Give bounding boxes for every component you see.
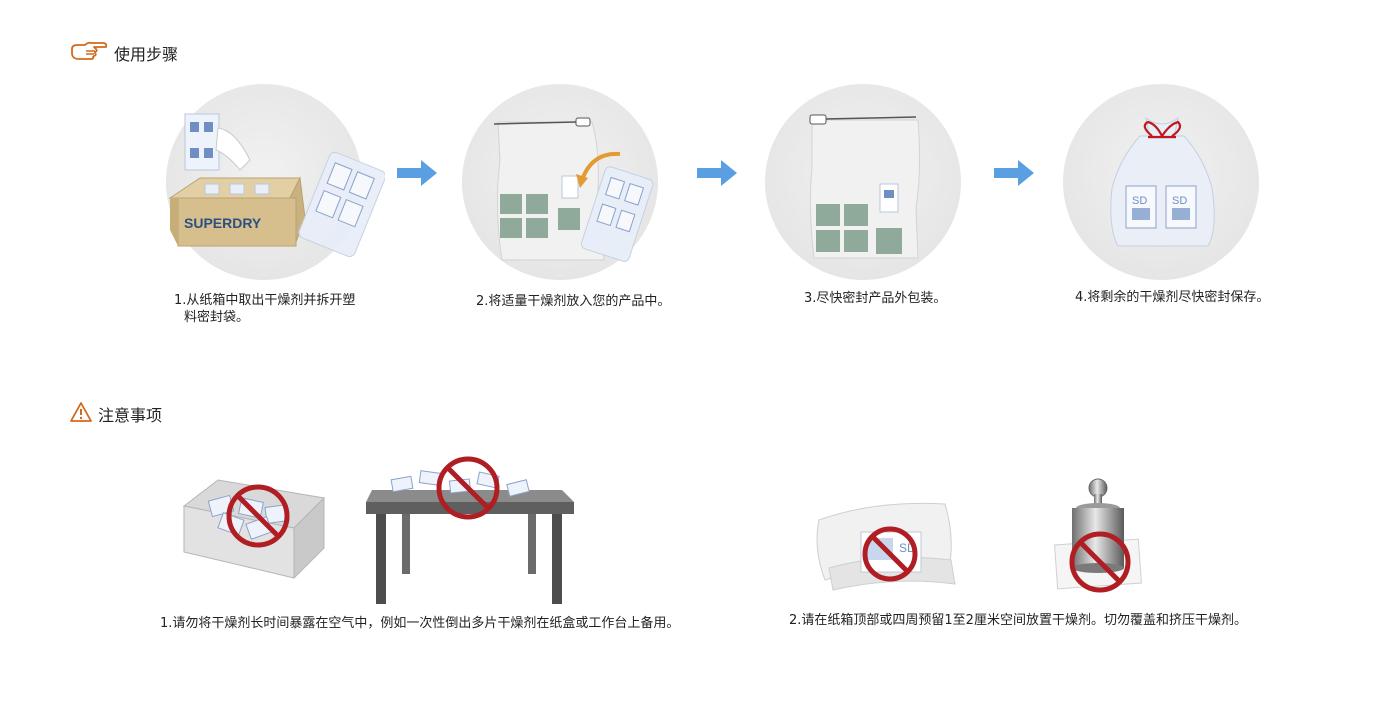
note-1-table-illustration	[366, 456, 574, 604]
prohibited-icon	[1069, 531, 1131, 593]
step-4-caption: 4.将剩余的干燥剂尽快密封保存。	[1075, 290, 1270, 305]
note-2-cover-illustration: SD	[816, 502, 956, 591]
warning-triangle-icon	[70, 402, 92, 426]
box-label: SUPERDRY	[184, 215, 262, 231]
step-2-caption: 2.将适量干燥剂放入您的产品中。	[476, 294, 671, 309]
usage-section-title: 使用步骤	[70, 41, 178, 65]
step-3-illustration	[809, 114, 921, 259]
note-2-weight-illustration	[1054, 478, 1142, 593]
step-1-illustration: SUPERDRY	[168, 113, 385, 258]
pack-label-right: SD	[1172, 195, 1187, 207]
note-2-caption: 2.请在纸箱顶部或四周预留1至2厘米空间放置干燥剂。切勿覆盖和挤压干燥剂。	[789, 613, 1247, 628]
step-2-illustration	[493, 117, 654, 262]
step-1-caption: 1.从纸箱中取出干燥剂并拆开塑 料密封袋。	[174, 292, 355, 326]
pointing-hand-icon	[70, 41, 108, 65]
prohibited-icon	[436, 456, 500, 520]
usage-title-text: 使用步骤	[114, 45, 179, 64]
notes-section-title: 注意事项	[70, 402, 162, 426]
arrow-right-icon	[397, 160, 437, 186]
step-1-caption-line2: 料密封袋。	[184, 310, 250, 325]
notes-title-text: 注意事项	[98, 406, 163, 425]
arrow-right-icon	[697, 160, 737, 186]
step-1-caption-line1: 1.从纸箱中取出干燥剂并拆开塑	[174, 293, 356, 308]
note-1-box-illustration	[182, 479, 326, 580]
prohibited-icon	[226, 484, 290, 548]
note-1-caption: 1.请勿将干燥剂长时间暴露在空气中，例如一次性倒出多片干燥剂在纸盒或工作台上备用…	[160, 616, 680, 631]
arrow-right-icon	[994, 160, 1034, 186]
step-4-illustration: SD SD	[1110, 116, 1215, 247]
pack-label-left: SD	[1132, 195, 1147, 207]
step-3-caption: 3.尽快密封产品外包装。	[804, 291, 947, 306]
prohibited-icon	[862, 526, 918, 582]
